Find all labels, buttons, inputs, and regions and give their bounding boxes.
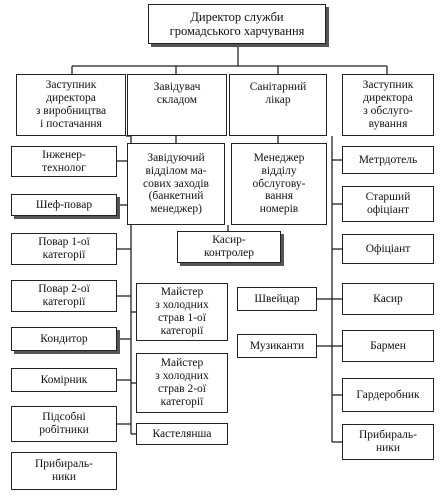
bartender-box: Бармен	[342, 330, 434, 362]
cold-master-1-box: Майстер з холодних страв 1-ої категорії	[136, 283, 228, 341]
cook-1-box: Повар 1-ої категорії	[11, 233, 117, 265]
sanitary-doctor-box: Санітарний лікар	[229, 74, 327, 136]
auxiliary-workers-box: Підсобні робітники	[11, 406, 117, 442]
senior-waiter-box: Старший офіціант	[342, 186, 434, 222]
storekeeper-box: Комірник	[11, 368, 117, 392]
cleaners-right-box: Прибираль- ники	[342, 424, 434, 460]
doorman-box: Швейцар	[237, 287, 317, 311]
cook-2-box: Повар 2-ої категорії	[11, 280, 117, 312]
deputy-production-box: Заступник директора з виробництва і пост…	[16, 74, 126, 136]
cloakroom-box: Гардеробник	[342, 378, 434, 412]
waiter-box: Офіціант	[342, 234, 434, 264]
engineer-technologist-box: Інженер- технолог	[11, 146, 117, 177]
cold-master-2-box: Майстер з холодних страв 2-ої категорії	[136, 353, 228, 413]
musicians-box: Музиканти	[237, 334, 317, 358]
chef-box: Шеф-повар	[11, 194, 117, 216]
cashier-box: Касир	[342, 283, 434, 315]
deputy-service-box: Заступник директора з обслуго- вування	[342, 74, 434, 136]
service-manager-box: Менеджер відділу обслугову- вання номері…	[231, 143, 327, 225]
mass-events-head-box: Завідуючий відділом ма- сових заходів (б…	[127, 143, 225, 225]
maitre-d-box: Метрдотель	[342, 146, 434, 174]
director-box: Директор служби громадського харчування	[148, 4, 326, 44]
confectioner-box: Кондитор	[11, 327, 117, 351]
linen-keeper-box: Кастелянша	[136, 423, 228, 445]
cashier-controller-box: Касир- контролер	[177, 231, 281, 263]
warehouse-head-box: Завідувач складом	[127, 74, 227, 136]
cleaners-left-box: Прибираль- ники	[11, 452, 117, 490]
